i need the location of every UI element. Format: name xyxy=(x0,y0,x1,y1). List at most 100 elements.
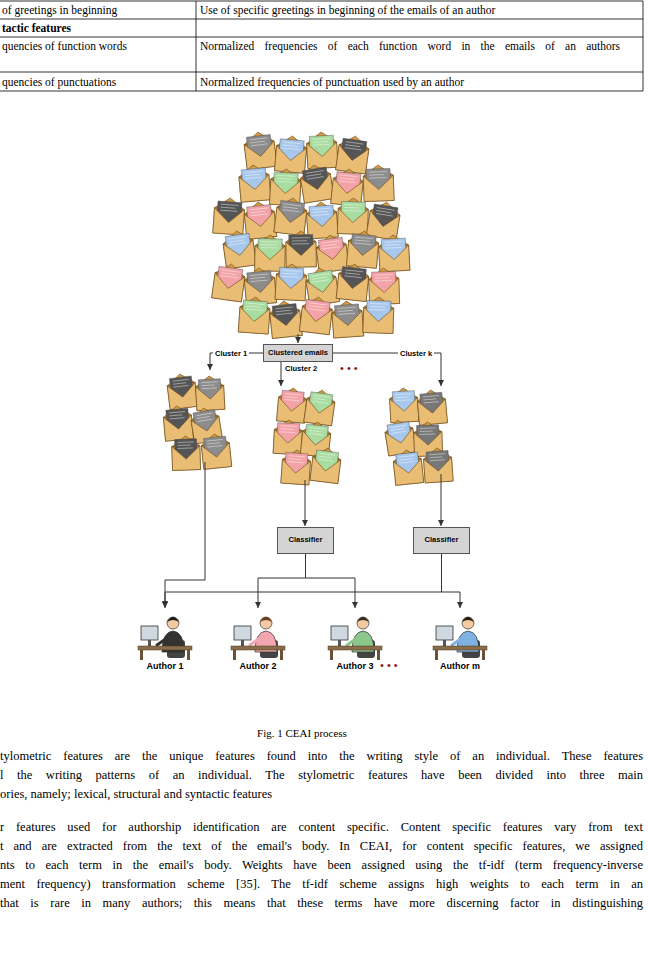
cluster-label: Cluster 2 xyxy=(285,364,317,373)
email-envelope xyxy=(238,296,270,334)
artwork-shape xyxy=(196,413,213,421)
artwork-shape xyxy=(322,241,341,249)
table-rule xyxy=(196,1,197,91)
artwork-shape xyxy=(313,395,330,403)
box-label: Classifier xyxy=(425,536,459,544)
email-envelope xyxy=(273,419,303,454)
artwork-shape xyxy=(345,270,364,278)
artwork-shape xyxy=(280,426,296,433)
table-cell: of greetings in beginning xyxy=(2,3,194,17)
artwork-shape xyxy=(238,307,270,334)
artwork-shape xyxy=(231,646,285,650)
email-envelope xyxy=(368,267,399,304)
artwork-shape xyxy=(244,141,277,170)
artwork-shape xyxy=(196,385,225,410)
artwork-shape xyxy=(423,396,439,403)
classifier-box: Classifier xyxy=(413,527,470,554)
author-label: Author 3 xyxy=(337,662,374,672)
author-icon xyxy=(433,617,487,660)
email-envelope xyxy=(366,200,401,240)
figure-caption: Fig. 1 CEAI process xyxy=(200,727,404,739)
artwork-shape xyxy=(393,459,423,486)
table-rule xyxy=(0,72,643,73)
email-envelope xyxy=(275,263,307,301)
email-envelope xyxy=(417,389,448,425)
artwork-shape xyxy=(311,274,330,283)
email-envelope xyxy=(299,163,334,203)
table-cell: Use of specific greetings in beginning o… xyxy=(200,3,640,17)
artwork-shape xyxy=(234,626,251,640)
box-label: Clustered emails xyxy=(268,349,328,357)
ellipsis-dots: • • • xyxy=(340,362,358,376)
table-rule xyxy=(0,91,643,92)
artwork-shape xyxy=(167,617,179,622)
email-envelope xyxy=(299,295,333,334)
artwork-shape xyxy=(363,175,394,201)
artwork-shape xyxy=(140,650,143,660)
artwork-shape xyxy=(339,175,358,183)
email-envelope xyxy=(238,164,271,202)
artwork-shape xyxy=(275,307,294,315)
email-envelope xyxy=(389,387,419,422)
artwork-shape xyxy=(157,638,167,645)
artwork-shape xyxy=(390,397,419,422)
artwork-shape xyxy=(433,646,487,650)
artwork-shape xyxy=(482,650,485,660)
artwork-shape xyxy=(286,242,316,268)
flow-line xyxy=(298,334,299,343)
artwork-shape xyxy=(250,208,269,216)
body-text-line: r features used for authorship identific… xyxy=(0,820,643,836)
artwork-shape xyxy=(284,394,300,401)
email-envelope xyxy=(336,134,371,174)
email-envelope xyxy=(171,436,200,471)
box-label: Classifier xyxy=(289,536,323,544)
artwork-shape xyxy=(337,208,368,234)
email-envelope xyxy=(310,446,342,483)
artwork-shape xyxy=(345,142,364,150)
artwork-shape xyxy=(308,303,327,311)
artwork-shape xyxy=(148,640,151,646)
table-cell: tactic features xyxy=(2,21,194,35)
body-text-line: t and are extracted from the text of the… xyxy=(0,839,643,855)
artwork-shape xyxy=(330,650,333,660)
artwork-shape xyxy=(347,638,357,645)
table-cell: Normalized frequencies of punctuation us… xyxy=(200,75,640,89)
flow-lines xyxy=(165,334,441,607)
connector-arrow xyxy=(258,554,306,608)
artwork-shape xyxy=(282,142,300,150)
email-piles xyxy=(163,130,454,485)
email-envelope xyxy=(281,449,311,485)
artwork-shape xyxy=(429,454,445,461)
artwork-shape xyxy=(390,425,407,433)
artwork-shape xyxy=(309,427,326,435)
artwork-shape xyxy=(310,457,341,484)
email-envelope xyxy=(363,164,394,201)
artwork-shape xyxy=(443,640,446,646)
email-envelope xyxy=(269,300,303,339)
email-envelope xyxy=(255,235,286,272)
artwork-shape xyxy=(282,270,300,277)
artwork-shape xyxy=(462,617,474,622)
artwork-shape xyxy=(292,238,310,244)
cluster-label: Cluster k xyxy=(398,349,434,358)
artwork-shape xyxy=(424,457,454,483)
table-cell: quencies of punctuations xyxy=(2,75,194,89)
artwork-shape xyxy=(172,446,201,471)
author-icon xyxy=(138,617,192,660)
artwork-shape xyxy=(281,459,311,485)
artwork-shape xyxy=(377,650,380,660)
body-text-line: l the writing patterns of an individual.… xyxy=(0,768,643,784)
artwork-shape xyxy=(201,382,217,389)
author-node: Author 3 xyxy=(320,608,390,672)
connector-arrow xyxy=(165,554,442,608)
email-envelope xyxy=(286,231,317,268)
artwork-shape xyxy=(277,175,295,182)
email-envelope xyxy=(274,135,307,173)
artwork-shape xyxy=(163,415,193,441)
artwork-shape xyxy=(260,617,272,622)
artwork-shape xyxy=(187,650,190,660)
email-envelope xyxy=(222,229,257,269)
artwork-shape xyxy=(283,204,302,212)
artwork-shape xyxy=(212,273,245,302)
